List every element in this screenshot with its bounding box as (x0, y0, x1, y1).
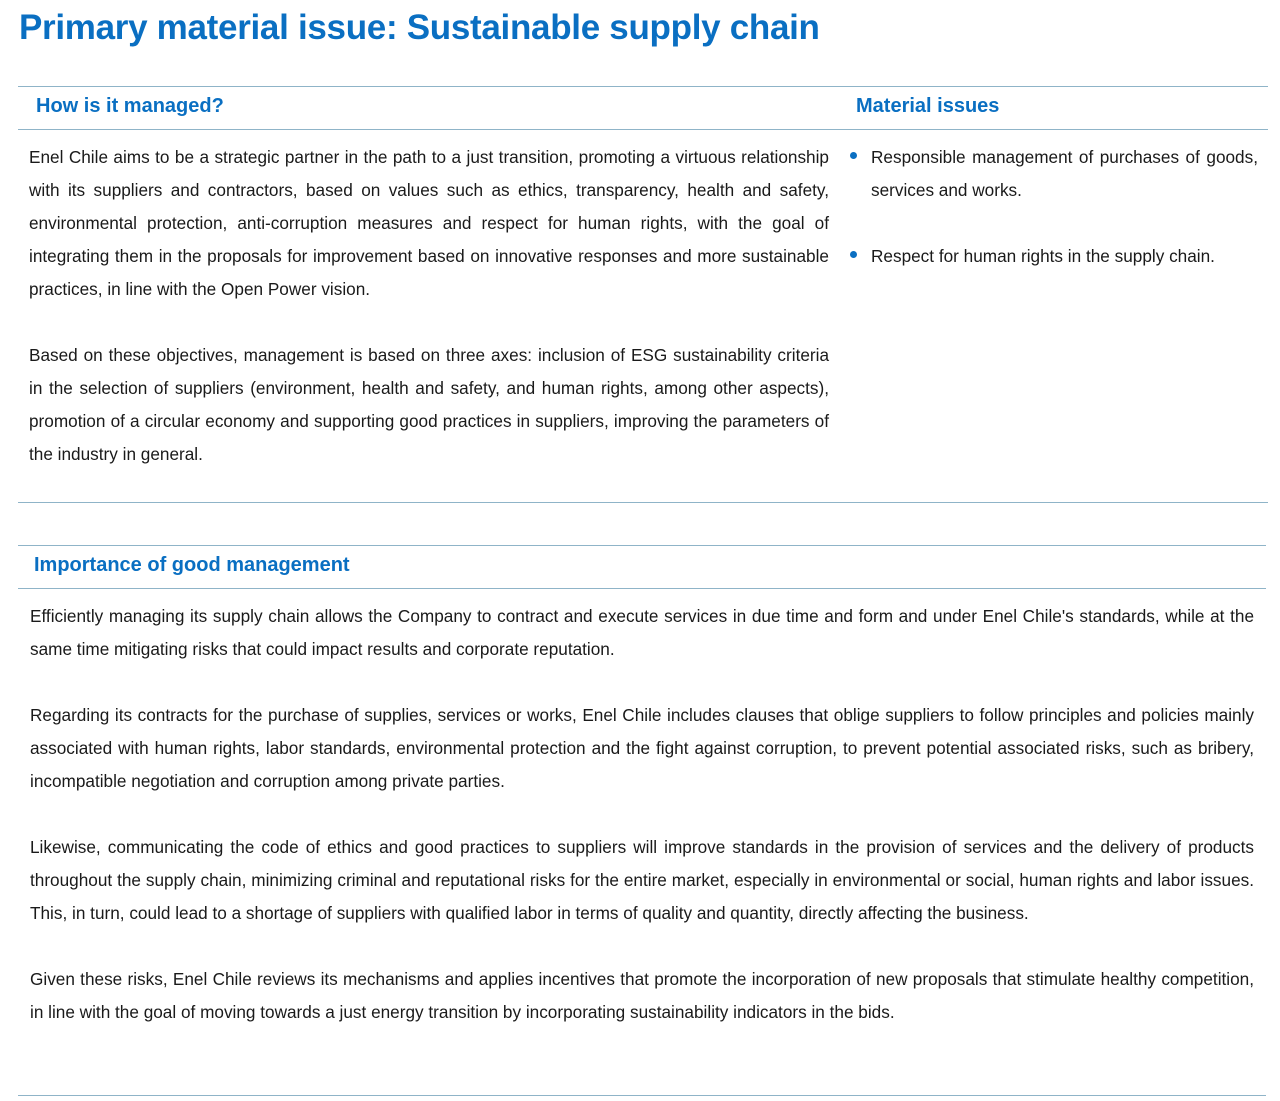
paragraph: Based on these objectives, management is… (29, 345, 829, 464)
paragraph: Given these risks, Enel Chile reviews it… (30, 969, 1254, 1022)
management-section: How is it managed? Material issues Enel … (18, 86, 1268, 503)
management-section-header: How is it managed? Material issues (18, 87, 1268, 130)
paragraph: Enel Chile aims to be a strategic partne… (29, 147, 829, 299)
bullet-icon (850, 251, 857, 258)
list-item: Responsible management of purchases of g… (849, 141, 1258, 207)
importance-section: Importance of good management Efficientl… (18, 545, 1266, 1096)
importance-body: Efficiently managing its supply chain al… (30, 600, 1254, 1062)
list-item-text: Responsible management of purchases of g… (871, 147, 1258, 200)
paragraph: Regarding its contracts for the purchase… (30, 705, 1254, 791)
page-title: Primary material issue: Sustainable supp… (19, 8, 820, 47)
material-issues-heading: Material issues (856, 95, 1000, 117)
how-managed-heading: How is it managed? (36, 95, 224, 117)
list-item: Respect for human rights in the supply c… (849, 240, 1258, 273)
material-issues-list: Responsible management of purchases of g… (849, 141, 1258, 306)
importance-heading: Importance of good management (34, 554, 350, 576)
list-item-text: Respect for human rights in the supply c… (871, 246, 1215, 266)
paragraph: Likewise, communicating the code of ethi… (30, 837, 1254, 923)
bullet-icon (850, 152, 857, 159)
importance-section-header: Importance of good management (18, 546, 1266, 589)
paragraph: Efficiently managing its supply chain al… (30, 606, 1254, 659)
how-managed-body: Enel Chile aims to be a strategic partne… (29, 141, 829, 504)
